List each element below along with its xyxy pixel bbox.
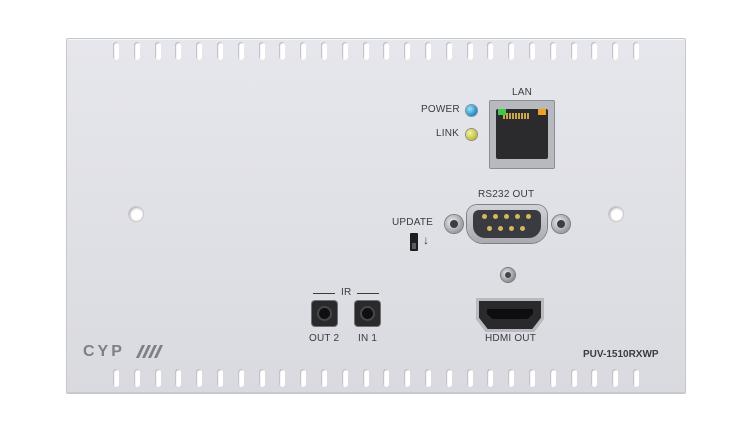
brand-stripes-icon (135, 345, 164, 358)
hdmi-out-port[interactable] (476, 298, 544, 332)
ir-in1-jack[interactable] (355, 301, 380, 326)
lan-port[interactable] (489, 100, 555, 169)
bottom-vent-row (113, 369, 639, 389)
update-label: UPDATE (392, 217, 434, 228)
ir-bracket-left (313, 293, 335, 294)
ir-out2-jack[interactable] (312, 301, 337, 326)
down-arrow-icon: ↓ (423, 233, 429, 247)
model-number: PUV-1510RXWP (583, 349, 659, 360)
link-label: LINK (436, 128, 460, 139)
lan-label: LAN (512, 87, 533, 98)
link-led-icon (466, 129, 477, 140)
rs232-out-label: RS232 OUT (478, 189, 535, 200)
in1-label: IN 1 (358, 333, 378, 344)
ir-label: IR (341, 287, 352, 298)
wall-plate-panel: LAN POWER LINK RS232 OUT UPDATE ↓ IR OUT… (66, 38, 686, 394)
rs232-out-port[interactable] (445, 203, 570, 245)
power-label: POWER (421, 104, 460, 115)
hdmi-out-label: HDMI OUT (485, 333, 537, 344)
hdmi-lock-screw (501, 268, 515, 282)
ir-bracket-right (357, 293, 379, 294)
power-led-icon (466, 105, 477, 116)
brand-logo: CYP (83, 343, 125, 360)
mounting-hole-left (129, 207, 143, 221)
update-switch[interactable] (410, 233, 418, 251)
mounting-hole-right (609, 207, 623, 221)
out2-label: OUT 2 (309, 333, 340, 344)
top-vent-row (113, 42, 639, 62)
